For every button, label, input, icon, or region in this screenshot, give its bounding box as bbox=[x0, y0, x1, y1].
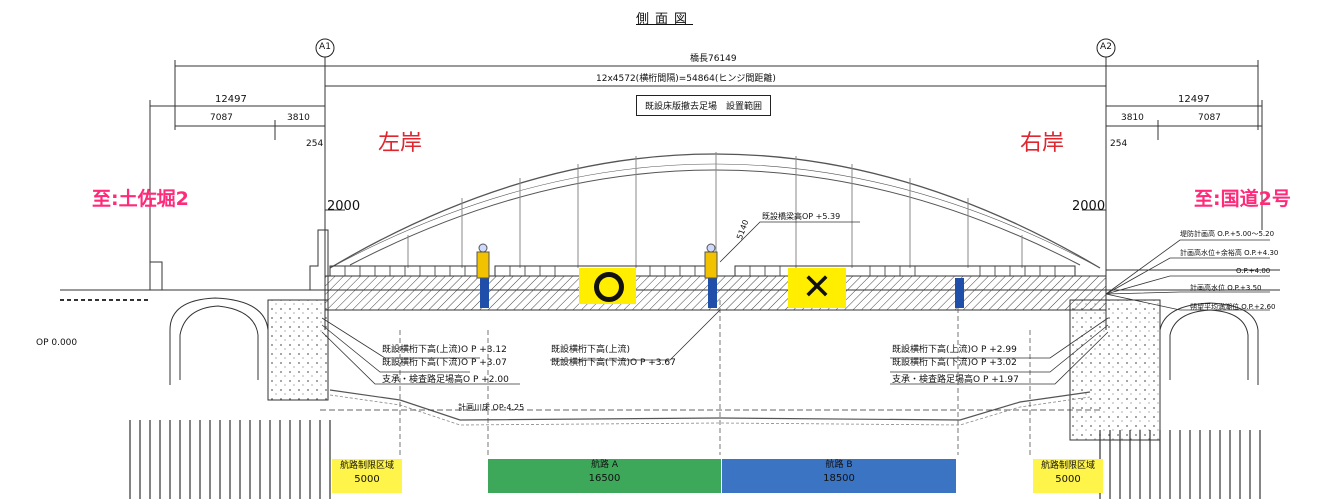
left-annotation-1: 既設横桁下高(上流)O P +3.12 bbox=[382, 345, 507, 355]
left-dim-2000: 2000 bbox=[327, 199, 361, 214]
lane-b: 航路 B 18500 bbox=[722, 459, 956, 493]
right-level-5: 朔望平均満潮位 O.P.+2.60 bbox=[1190, 303, 1276, 311]
left-abutment-fill bbox=[267, 299, 329, 401]
left-restricted-label: 航路制限区域 bbox=[339, 461, 394, 471]
river-bed-annotation: 計画川床 OP-4.25 bbox=[458, 403, 525, 412]
lane-b-label: 航路 B bbox=[825, 460, 853, 470]
right-abutment-fill bbox=[1069, 299, 1161, 441]
axis-label-a2: A2 bbox=[1100, 42, 1112, 52]
op-zero-label: OP 0.000 bbox=[36, 338, 78, 348]
left-dim-254: 254 bbox=[306, 139, 324, 149]
left-annotation-3: 支承・検査路足場高O P +2.00 bbox=[382, 375, 509, 385]
right-dim-3810: 3810 bbox=[1121, 113, 1144, 123]
dimension-lines bbox=[149, 42, 1263, 330]
total-length-dim: 橋長76149 bbox=[690, 54, 737, 64]
navigation-lights bbox=[476, 243, 718, 279]
lane-a-value: 16500 bbox=[588, 473, 621, 484]
right-destination-label: 至:国道2号 bbox=[1194, 188, 1291, 210]
left-abutment bbox=[60, 229, 329, 385]
right-restricted-tag: 航路制限区域 5000 bbox=[1033, 459, 1103, 493]
ok-symbol-box bbox=[579, 268, 636, 304]
right-level-2: 計画高水位+余裕高 O.P.+4.30 bbox=[1180, 249, 1279, 257]
right-annotation-2: 既設横桁下高(下流)O P +3.02 bbox=[892, 358, 1017, 368]
right-dim-7087: 7087 bbox=[1198, 113, 1221, 123]
right-level-3: O.P.+4.00 bbox=[1236, 267, 1271, 275]
right-piles bbox=[1099, 430, 1261, 499]
blue-piers bbox=[480, 278, 964, 308]
left-bank-label: 左岸 bbox=[378, 131, 423, 156]
circle-icon bbox=[594, 272, 624, 302]
left-annotation-2: 既設横桁下高(下流)O P +3.07 bbox=[382, 358, 507, 368]
axis-label-a1: A1 bbox=[319, 42, 331, 52]
left-restricted-tag: 航路制限区域 5000 bbox=[332, 459, 402, 493]
railing bbox=[329, 265, 1076, 277]
left-restricted-value: 5000 bbox=[354, 474, 380, 485]
right-restricted-value: 5000 bbox=[1055, 474, 1081, 485]
cross-icon: ✕ bbox=[801, 267, 833, 308]
left-dim-12497: 12497 bbox=[215, 94, 247, 105]
right-dim-254: 254 bbox=[1110, 139, 1128, 149]
left-piles bbox=[129, 420, 331, 499]
drawing-title: 側面図 bbox=[636, 12, 694, 27]
arch bbox=[329, 153, 1101, 269]
hangers bbox=[407, 152, 1023, 268]
ng-symbol-box: ✕ bbox=[788, 268, 846, 308]
scope-note-box: 既設床版撤去足場 設置範囲 bbox=[636, 95, 772, 116]
right-annotation-3: 支承・検査路足場高O P +1.97 bbox=[892, 375, 1019, 385]
right-dim-2000: 2000 bbox=[1072, 199, 1106, 214]
center-annotation-1: 既設横桁下高(上流) bbox=[551, 345, 631, 355]
center-annotation-2: 既設横桁下高(下流)O P +3.67 bbox=[551, 358, 676, 368]
lane-b-value: 18500 bbox=[823, 473, 855, 484]
span-dim: 12x4572(横桁間隔)=54864(ヒンジ間距離) bbox=[596, 74, 776, 84]
left-dim-3810: 3810 bbox=[287, 113, 310, 123]
right-restricted-label: 航路制限区域 bbox=[1040, 461, 1095, 471]
lane-a: 航路 A 16500 bbox=[488, 459, 721, 493]
right-annotation-1: 既設横桁下高(上流)O P +2.99 bbox=[892, 345, 1017, 355]
arch-top-annotation: 既設橋梁高OP +5.39 bbox=[762, 212, 841, 221]
axis-marker-circles bbox=[315, 38, 1116, 58]
left-dim-7087: 7087 bbox=[210, 113, 233, 123]
lane-a-label: 航路 A bbox=[590, 460, 619, 470]
right-level-1: 堤防計画高 O.P.+5.00～5.20 bbox=[1180, 230, 1275, 238]
right-dim-12497: 12497 bbox=[1178, 94, 1210, 105]
right-level-4: 計画高水位 O.P.+3.50 bbox=[1190, 284, 1262, 292]
riverbed bbox=[329, 389, 1091, 421]
right-bank-label: 右岸 bbox=[1020, 131, 1065, 156]
left-destination-label: 至:土佐堀2 bbox=[92, 188, 189, 210]
